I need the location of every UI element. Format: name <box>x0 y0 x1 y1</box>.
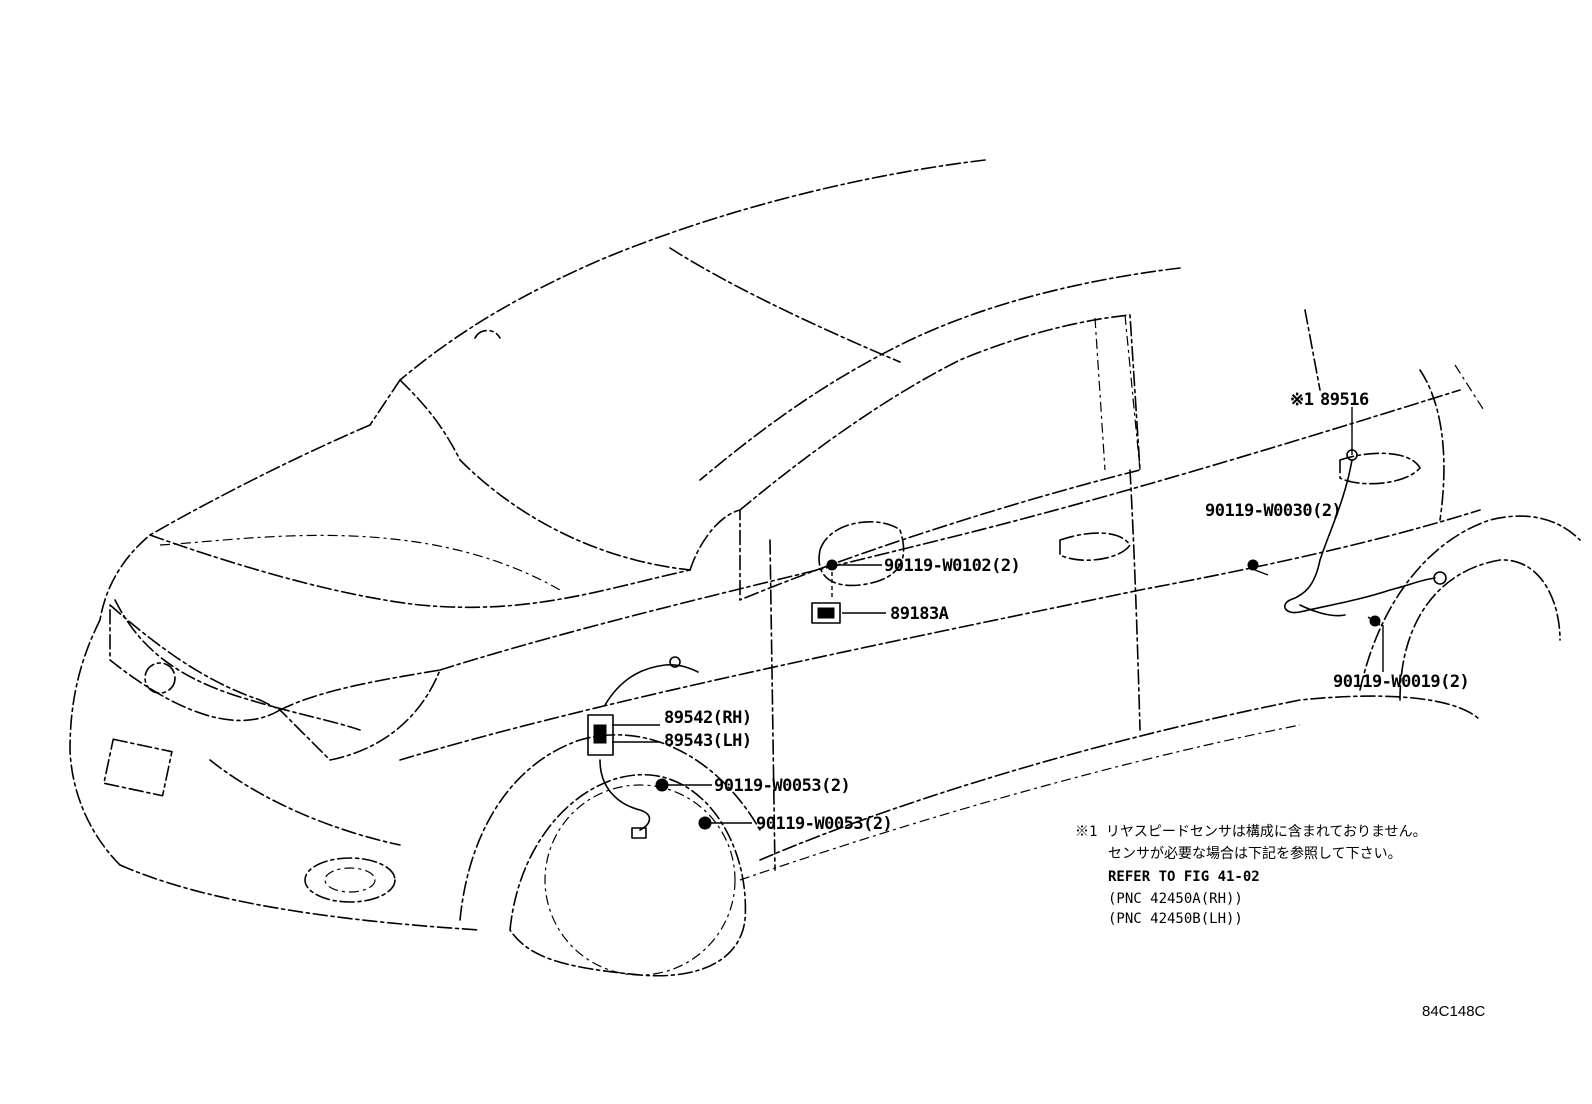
footnote-line-5: (PNC 42450B(LH)) <box>1108 911 1243 927</box>
label-89543: 89543(LH) <box>664 731 752 751</box>
footnote-line-1: ※1 リヤスピードセンサは構成に含まれておりません。 <box>1075 824 1427 840</box>
footnote-line-3: REFER TO FIG 41-02 <box>1108 869 1260 885</box>
label-89542: 89542(RH) <box>664 708 752 728</box>
label-90119-w0019: 90119-W0019(2) <box>1333 672 1469 692</box>
bolt-w0030-icon <box>1247 559 1269 576</box>
label-90119-w0053-upper: 90119-W0053(2) <box>714 776 850 796</box>
label-90119-w0053-lower: 90119-W0053(2) <box>756 814 892 834</box>
footnote: ※1 リヤスピードセンサは構成に含まれておりません。 センサが必要な場合は下記を… <box>1075 824 1427 927</box>
car-body-outline <box>69 159 1581 977</box>
leader-lines <box>612 407 1384 824</box>
footnote-line-2: センサが必要な場合は下記を参照して下さい。 <box>1108 845 1402 862</box>
label-89516: 89516 <box>1320 390 1369 410</box>
label-89516-mark: ※1 <box>1290 390 1314 410</box>
label-90119-w0102: 90119-W0102(2) <box>884 556 1020 576</box>
label-89183a: 89183A <box>890 604 949 624</box>
rear-speed-sensor-wire <box>1284 449 1447 617</box>
bolt-w0019-icon <box>1367 615 1381 627</box>
front-speed-sensor-icon <box>587 656 699 839</box>
label-90119-w0030: 90119-W0030(2) <box>1205 501 1341 521</box>
bolt-w0053-upper-icon <box>655 778 669 792</box>
sensor-89183a-icon <box>811 602 841 624</box>
footnote-line-4: (PNC 42450A(RH)) <box>1108 891 1243 907</box>
bolt-w0053-lower-icon <box>698 816 712 830</box>
bolt-w0102-icon <box>826 559 838 600</box>
diagram-code: 84C148C <box>1422 1003 1486 1020</box>
